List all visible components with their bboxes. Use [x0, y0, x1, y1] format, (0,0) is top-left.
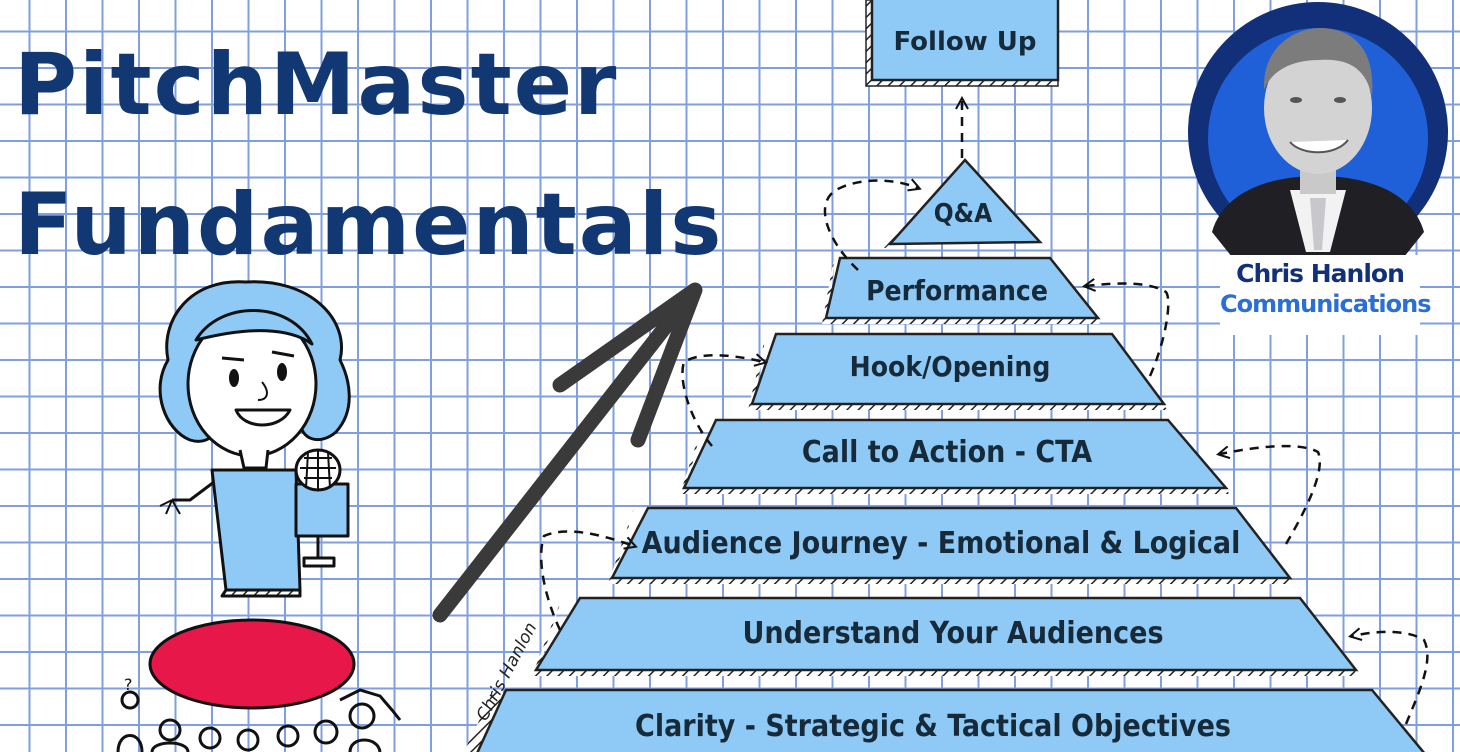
tier-label-understand-audiences: Understand Your Audiences — [742, 616, 1163, 651]
tier-performance: Performance — [822, 256, 1101, 324]
tier-understand-audiences: Understand Your Audiences — [532, 596, 1360, 676]
tier-label-performance: Performance — [866, 274, 1048, 307]
svg-text:?: ? — [124, 675, 133, 694]
brand-subtitle: Communications — [1220, 290, 1432, 318]
tier-label-clarity: Clarity - Strategic & Tactical Objective… — [635, 709, 1231, 744]
growth-arrow-icon — [432, 282, 703, 623]
tier-label-call-to-action: Call to Action - CTA — [802, 435, 1092, 470]
follow-up-box: Follow Up — [865, 0, 1060, 87]
tier-audience-journey: Audience Journey - Emotional & Logical — [608, 506, 1294, 584]
portrait-photo — [1212, 28, 1424, 262]
tier-label-qa: Q&A — [934, 199, 992, 229]
tier-hook-opening: Hook/Opening — [748, 332, 1168, 410]
tier-label-hook-opening: Hook/Opening — [850, 350, 1051, 383]
stage-platform — [148, 618, 356, 710]
presenter-illustration — [158, 280, 351, 598]
brand-name: Chris Hanlon — [1236, 259, 1405, 288]
tier-qa: Q&A — [884, 158, 1043, 248]
title-line-1: PitchMaster — [14, 35, 619, 135]
presenter-badge — [1188, 2, 1448, 262]
audience-crowd-icon: ? — [116, 675, 402, 752]
tier-clarity: Clarity - Strategic & Tactical Objective… — [463, 688, 1425, 752]
title-line-2: Fundamentals — [14, 175, 724, 275]
tier-label-audience-journey: Audience Journey - Emotional & Logical — [642, 526, 1241, 561]
follow-up-label: Follow Up — [893, 27, 1036, 57]
brand-box: Chris Hanlon Communications — [1220, 255, 1432, 335]
feedback-loop-arrows — [539, 181, 1429, 725]
tier-call-to-action: Call to Action - CTA — [680, 418, 1230, 494]
